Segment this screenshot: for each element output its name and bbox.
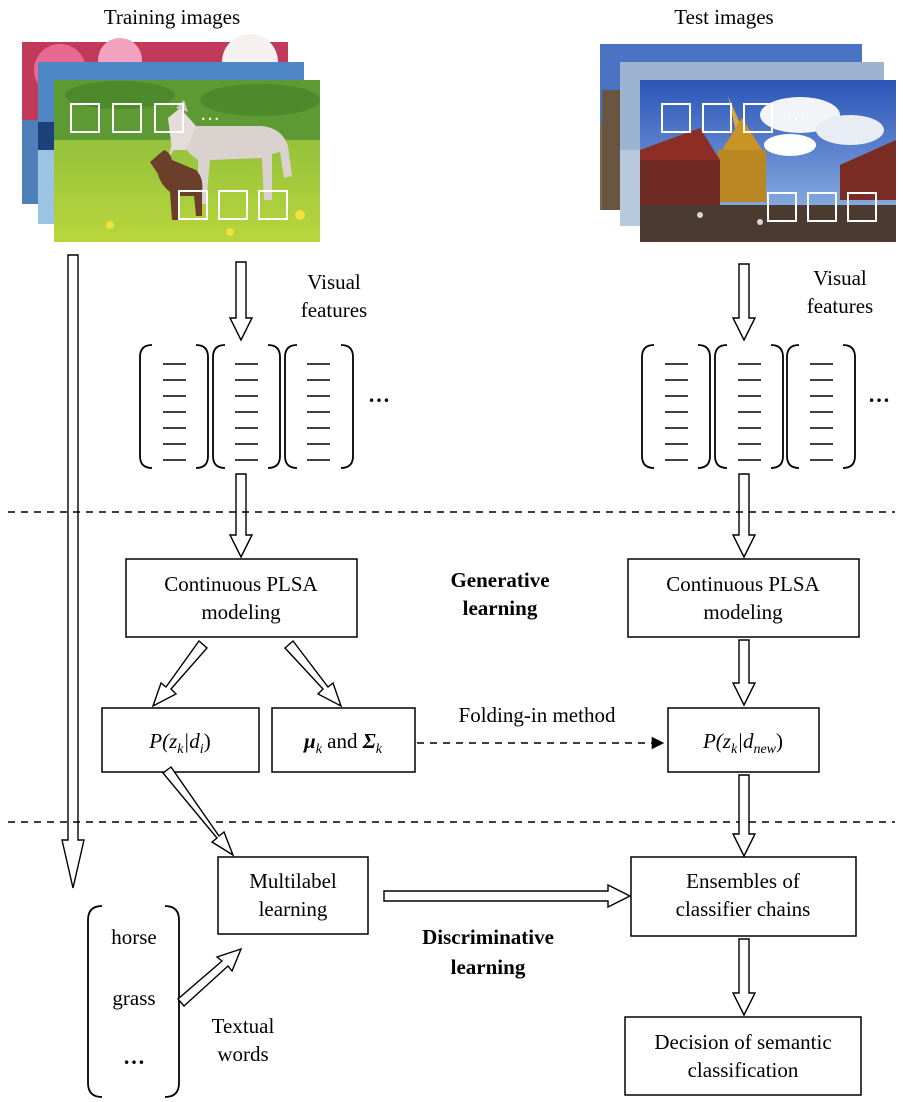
right-vectors-to-plsa-arrow [731, 473, 757, 559]
word-item: horse [111, 925, 157, 949]
posterior-to-ensembles-arrow [731, 774, 757, 858]
right-feature-extraction-arrow [731, 263, 757, 342]
vectors-ellipsis: … [368, 382, 390, 407]
left-feature-extraction-arrow [228, 261, 254, 342]
multilabel-learning-box: Multilabel learning [217, 856, 369, 935]
words-to-multilabel-arrow [177, 947, 243, 1008]
discriminative-learning-label: Discriminative [422, 925, 554, 949]
left-feature-vectors: … [139, 344, 390, 469]
right-plsa-box: Continuous PLSA modeling [627, 558, 860, 638]
feature-vector [284, 344, 354, 469]
test-posterior-box: P(zk|dnew) [667, 707, 820, 773]
training-posterior-box: P(zk|di) [101, 707, 260, 773]
ensembles-label: Ensembles of [686, 869, 800, 893]
left-visual-features-label: Visual [307, 270, 361, 294]
folding-in-label: Folding-in method [459, 703, 616, 727]
textual-words-label-2: words [217, 1042, 268, 1066]
discriminative-learning-label-2: learning [451, 955, 526, 979]
left-vectors-to-plsa-arrow [228, 473, 254, 559]
plsa-to-params-arrow [283, 639, 343, 708]
multilabel-label-2: learning [259, 897, 328, 921]
plsa-to-posterior-arrow [151, 639, 208, 708]
right-plsa-label: Continuous PLSA [666, 572, 820, 596]
multilabel-label: Multilabel [249, 869, 337, 893]
decision-box: Decision of semantic classification [624, 1016, 862, 1096]
feature-vector [212, 344, 281, 469]
posterior-to-multilabel-arrow [161, 766, 235, 857]
feature-vector [139, 344, 209, 469]
ensembles-box: Ensembles of classifier chains [630, 856, 857, 937]
right-plsa-label-2: modeling [703, 600, 783, 624]
left-visual-features-label-2: features [301, 298, 367, 322]
ensembles-to-decision-arrow [731, 938, 757, 1017]
test-images-title: Test images [674, 5, 773, 29]
right-feature-vectors: … [641, 344, 890, 469]
right-visual-features-label-2: features [807, 294, 873, 318]
feature-vector [714, 344, 784, 469]
test-image-stack: … [600, 44, 896, 242]
multilabel-to-ensembles-arrow [383, 883, 632, 909]
textual-words-label: Textual [212, 1014, 275, 1038]
feature-vector [786, 344, 856, 469]
patch-ellipsis: … [786, 103, 806, 125]
training-patches-top: … [70, 103, 220, 133]
left-plsa-label-2: modeling [201, 600, 281, 624]
model-params-box: μk and Σk [271, 707, 416, 773]
word-item: grass [112, 986, 155, 1010]
training-images-title: Training images [104, 5, 240, 29]
textual-words-vector: horse grass … [87, 905, 180, 1098]
generative-learning-label: Generative [450, 568, 549, 592]
word-item: … [123, 1044, 145, 1069]
ensembles-label-2: classifier chains [676, 897, 811, 921]
model-params-formula: μk and Σk [303, 729, 383, 757]
vectors-ellipsis: … [868, 382, 890, 407]
training-labels-arrow [61, 254, 85, 889]
training-image-stack: … [22, 34, 320, 242]
decision-label: Decision of semantic [654, 1030, 831, 1054]
left-plsa-box: Continuous PLSA modeling [125, 558, 358, 638]
patch-ellipsis: … [200, 103, 220, 125]
left-plsa-label: Continuous PLSA [164, 572, 318, 596]
decision-label-2: classification [688, 1058, 799, 1082]
test-patches-bottom [767, 192, 877, 222]
training-patches-bottom [178, 190, 288, 220]
test-patches-top: … [661, 103, 806, 133]
right-visual-features-label: Visual [813, 266, 867, 290]
generative-learning-label-2: learning [463, 596, 538, 620]
feature-vector [641, 344, 711, 469]
right-plsa-to-posterior-arrow [731, 639, 757, 707]
